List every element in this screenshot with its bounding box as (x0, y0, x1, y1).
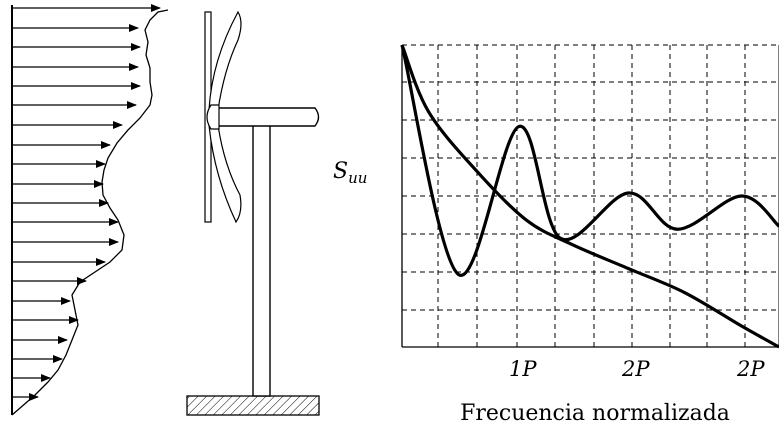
velocity-profile-curve (11, 9, 169, 416)
x-tick-2p-second: 2P (736, 357, 765, 381)
nacelle (210, 107, 320, 127)
wind-turbine (186, 10, 320, 416)
y-axis-label: Suu (333, 159, 367, 187)
velocity-arrows (12, 4, 161, 401)
x-tick-1p: 1P (509, 357, 537, 381)
ground-base (186, 395, 320, 416)
blade-upper (208, 10, 242, 111)
wind-profile (11, 4, 169, 416)
blade-lower (208, 124, 242, 224)
series-line-oscillating (400, 44, 779, 277)
x-axis-label: Frecuencia normalizada (460, 401, 730, 423)
series-line-decay (400, 44, 779, 349)
chart-grid (402, 44, 779, 347)
spectrum-chart: Suu 1P 2P 2P Frecuencia normalizada (333, 44, 779, 423)
chart-series (400, 44, 779, 349)
tower (252, 124, 271, 397)
hub (206, 104, 220, 130)
x-tick-2p: 2P (621, 357, 650, 381)
